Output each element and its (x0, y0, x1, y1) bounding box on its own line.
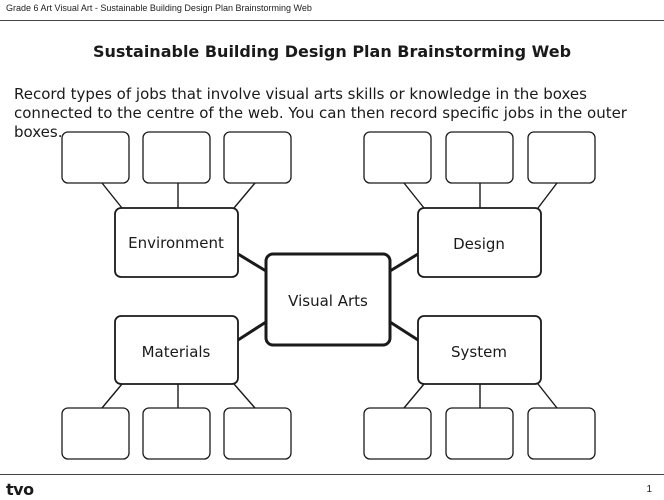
category-box-materials[interactable] (114, 315, 239, 385)
category-label-materials: Materials (142, 343, 211, 361)
center-connectors (237, 252, 419, 342)
outer-box-bottom-5[interactable] (445, 407, 514, 460)
category-label-system: System (451, 343, 507, 361)
outer-box-top-3[interactable] (223, 131, 292, 184)
outer-box-bottom-3[interactable] (223, 407, 292, 460)
outer-box-top-2[interactable] (142, 131, 211, 184)
tvo-logo: tvo (6, 480, 34, 499)
center-label: Visual Arts (288, 292, 368, 310)
category-label-environment: Environment (128, 234, 224, 252)
category-box-system[interactable] (417, 315, 542, 385)
page-number: 1 (646, 484, 652, 495)
outer-box-bottom-6[interactable] (527, 407, 596, 460)
page-header: Grade 6 Art Visual Art - Sustainable Bui… (6, 3, 312, 13)
outer-box-top-5[interactable] (445, 131, 514, 184)
page-title: Sustainable Building Design Plan Brainst… (92, 42, 572, 61)
outer-box-top-4[interactable] (363, 131, 432, 184)
category-box-design[interactable] (417, 207, 542, 278)
outer-box-top-6[interactable] (527, 131, 596, 184)
connectors (101, 182, 558, 409)
instructions-text: Record types of jobs that involve visual… (14, 85, 627, 141)
outer-box-bottom-1[interactable] (61, 407, 130, 460)
footer-divider (0, 474, 664, 475)
header-divider (0, 20, 664, 21)
outer-box-top-1[interactable] (61, 131, 130, 184)
category-box-environment[interactable] (114, 207, 239, 278)
category-label-design: Design (453, 235, 505, 253)
outer-box-bottom-2[interactable] (142, 407, 211, 460)
outer-box-bottom-4[interactable] (363, 407, 432, 460)
center-box[interactable] (264, 252, 392, 347)
